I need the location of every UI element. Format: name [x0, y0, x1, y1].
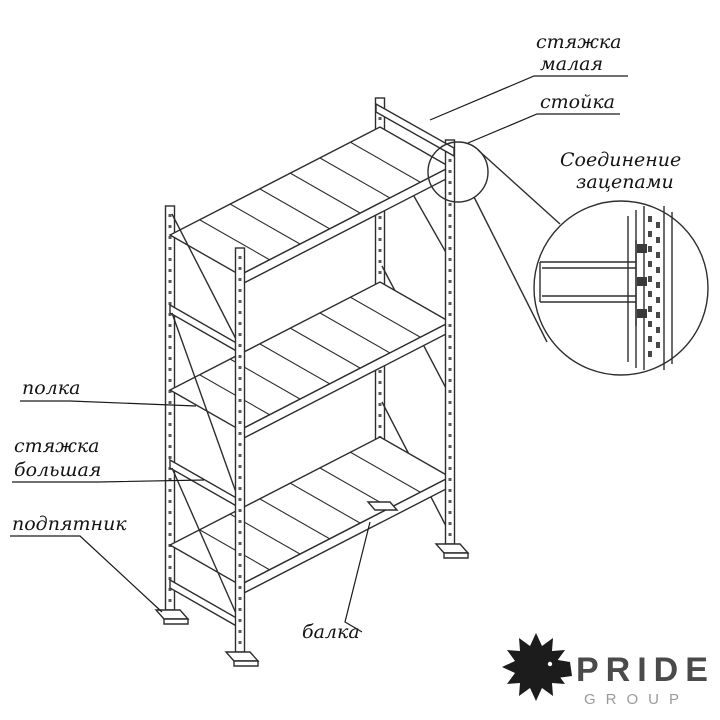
- detail-view: [427, 141, 709, 376]
- leader-tie-big: [12, 479, 205, 483]
- rack-drawing: [154, 97, 470, 667]
- label-foot-plate: подпятник: [12, 513, 127, 535]
- hook: [637, 244, 647, 253]
- foot-plate-back-left: [154, 609, 190, 625]
- detail-zoom-circle: [533, 200, 709, 376]
- callout-tie-small: стяжка малая: [429, 31, 628, 121]
- callout-hook-joint: Соединение зацепами: [560, 149, 681, 193]
- callout-post: стойка: [467, 91, 620, 144]
- callout-beam: балка: [302, 521, 371, 643]
- hook: [637, 309, 647, 318]
- callouts: стяжка малая стойка Соединение зацепами …: [10, 31, 681, 643]
- logo: PRIDE GROUP: [502, 633, 715, 708]
- lion-logo-icon: [502, 633, 572, 701]
- shelf-deck-top: [168, 126, 452, 287]
- leader-shelf: [20, 400, 197, 407]
- lion-eye: [547, 661, 553, 667]
- tie-small: [375, 102, 455, 158]
- callout-foot-plate: подпятник: [10, 513, 163, 613]
- brand-subtitle: GROUP: [584, 691, 689, 708]
- detail-post: [627, 206, 673, 370]
- brand-name: PRIDE: [576, 651, 715, 689]
- leader-post: [467, 113, 620, 144]
- foot-plate-back-right: [366, 501, 399, 511]
- shelf-deck-bottom: [168, 436, 452, 597]
- callout-tie-big: стяжка большая: [12, 435, 205, 483]
- label-hook-joint-line2: зацепами: [576, 171, 674, 193]
- foot-plate-front-left: [224, 651, 260, 667]
- shelf-deck-middle: [168, 281, 452, 442]
- hook: [637, 277, 647, 286]
- post-back-left: [164, 205, 176, 611]
- detail-beam: [539, 240, 647, 326]
- leader-beam: [344, 521, 371, 633]
- detail-source-circle: [427, 141, 489, 203]
- label-post: стойка: [540, 91, 615, 113]
- label-beam: балка: [302, 621, 360, 643]
- leader-foot-plate: [10, 535, 163, 613]
- left-frame-diagonals: [171, 213, 239, 619]
- label-hook-joint-line1: Соединение: [560, 149, 681, 171]
- left-frame-ties: [169, 303, 241, 630]
- callout-shelf: полка: [20, 377, 197, 407]
- post-front-left: [234, 247, 246, 653]
- label-tie-big-line1: стяжка: [14, 435, 100, 457]
- label-tie-big-line2: большая: [14, 459, 101, 481]
- foot-plate-front-right: [434, 543, 470, 559]
- label-tie-small-line1: стяжка: [536, 31, 622, 53]
- leader-tie-small: [429, 75, 628, 121]
- label-tie-small-line2: малая: [540, 53, 603, 75]
- label-shelf: полка: [22, 377, 80, 399]
